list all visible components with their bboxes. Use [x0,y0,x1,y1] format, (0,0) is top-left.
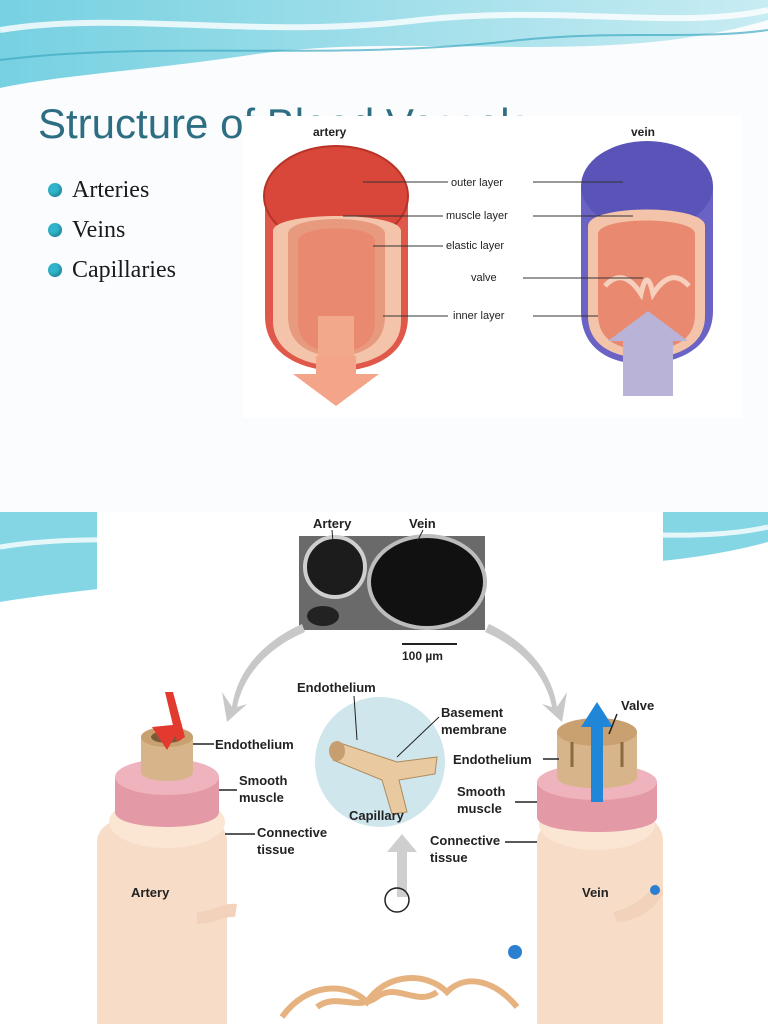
vein-connective-label-2: tissue [430,850,468,865]
artery-smooth-label-1: Smooth [239,773,287,788]
micrograph-vein-label: Vein [409,516,436,531]
bullet-item: Veins [48,210,176,250]
bullet-dot-icon [48,263,62,277]
slide-2: Artery Vein 100 µm Endothelium Basement … [0,512,768,1024]
inner-layer-label: inner layer [453,310,505,322]
vein-3d-illustration [508,702,663,1024]
bullet-label: Veins [72,216,126,243]
elastic-layer-label: elastic layer [446,240,504,252]
bullet-label: Capillaries [72,256,176,283]
micrograph-image [299,534,487,630]
capillary-network [279,887,520,1019]
vein-smooth-label-2: muscle [457,801,502,816]
capillary-label: Capillary [349,808,405,823]
scale-bar-label: 100 µm [402,649,443,663]
basement-label-1: Basement [441,705,504,720]
artery-connective-label-2: tissue [257,842,295,857]
vessel-structure-figure: Artery Vein 100 µm Endothelium Basement … [97,512,663,1024]
capillary-illustration [315,697,445,827]
artery-endothelium-label: Endothelium [215,737,294,752]
arrow-to-vein [485,624,567,722]
vein-name-label: Vein [582,885,609,900]
artery-name-label: Artery [131,885,170,900]
arrow-to-capillary [387,834,417,897]
valve-label: valve [471,272,497,284]
vein-label: vein [631,125,655,139]
vein-connective-label-1: Connective [430,833,500,848]
vein-endothelium-label: Endothelium [453,752,532,767]
bullet-list: Arteries Veins Capillaries [48,170,176,290]
bullet-item: Arteries [48,170,176,210]
artery-connective-label-1: Connective [257,825,327,840]
artery-smooth-label-2: muscle [239,790,284,805]
artery-3d-illustration [97,692,237,1024]
vein-illustration [581,141,713,396]
basement-label-2: membrane [441,722,507,737]
header-wave-decoration [0,0,768,88]
muscle-layer-label: muscle layer [446,210,508,222]
artery-vein-layers-diagram: artery vein [243,116,742,418]
bullet-dot-icon [48,223,62,237]
micrograph-artery-label: Artery [313,516,352,531]
outer-layer-label: outer layer [451,177,503,189]
bullet-label: Arteries [72,176,150,203]
vein-smooth-label-1: Smooth [457,784,505,799]
artery-illustration [263,145,409,406]
slide-1: Structure of Blood Vessels Arteries Vein… [0,0,768,418]
bullet-dot-icon [48,183,62,197]
artery-label: artery [313,125,347,139]
arrow-to-artery [222,624,305,722]
capillary-endothelium-label: Endothelium [297,680,376,695]
vein-valve-label: Valve [621,698,654,713]
bullet-item: Capillaries [48,250,176,290]
